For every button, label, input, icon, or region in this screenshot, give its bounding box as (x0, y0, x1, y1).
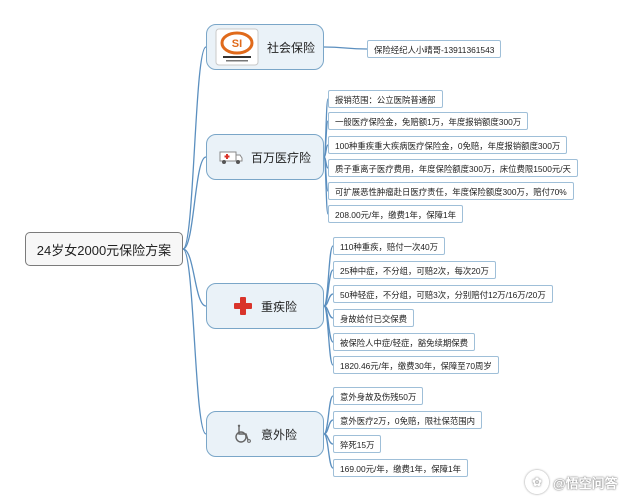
branch-critical-illness: 重疾险 (206, 283, 324, 329)
leaf-accident-0: 意外身故及伤残50万 (333, 387, 424, 405)
root-label: 24岁女2000元保险方案 (36, 242, 172, 258)
leaf-medical-4: 可扩展恶性肿瘤赴日医疗责任，年度保险额度300万，赔付70% (328, 182, 574, 200)
branch-social-insurance: SI 社会保险 (206, 24, 324, 70)
leaf-critical-0: 110种重疾，赔付一次40万 (333, 237, 446, 255)
connector-line (323, 46, 368, 50)
connector-line (323, 433, 334, 469)
connector-line (182, 248, 207, 307)
branch-label: 百万医疗险 (250, 150, 311, 165)
watermark-label: @悟空问答 (553, 475, 618, 491)
leaf-medical-3: 质子重离子医疗费用，年度保险额度300万，床位费限1500元/天 (328, 159, 578, 177)
connector-line (182, 156, 207, 250)
leaf-medical-0: 报销范围：公立医院普通部 (328, 90, 443, 108)
ambulance-icon (219, 149, 243, 165)
leaf-accident-1: 意外医疗2万，0免赔，限社保范围内 (333, 411, 482, 429)
social-security-logo-icon: SI (215, 28, 259, 66)
leaf-medical-1: 一般医疗保险金，免赔额1万，年度报销额度300万 (328, 112, 529, 130)
wheelchair-icon (233, 424, 253, 444)
red-cross-icon (233, 296, 253, 316)
leaf-critical-4: 被保险人中症/轻症，豁免续期保费 (333, 333, 475, 351)
connector-line (323, 245, 334, 307)
connector-line (323, 305, 334, 366)
leaf-medical-2: 100种重疾重大疾病医疗保险金，0免赔，年度报销额度300万 (328, 136, 568, 154)
connector-line (182, 46, 207, 250)
leaf-accident-2: 猝死15万 (333, 435, 382, 453)
leaf-critical-2: 50种轻症，不分组，可赔3次，分别赔付12万/16万/20万 (333, 285, 553, 303)
leaf-accident-3: 169.00元/年，缴费1年，保障1年 (333, 459, 469, 477)
leaf-critical-3: 身故给付已交保费 (333, 309, 414, 327)
branch-label: 意外险 (260, 427, 297, 442)
connector-line (182, 248, 207, 435)
branch-label: 社会保险 (266, 40, 315, 55)
branch-label: 重疾险 (260, 299, 297, 314)
branch-million-medical: 百万医疗险 (206, 134, 324, 180)
wukong-logo-icon: ✿ (525, 470, 549, 494)
leaf-medical-5: 208.00元/年，缴费1年，保障1年 (328, 205, 464, 223)
root-node: 24岁女2000元保险方案 (25, 232, 183, 266)
leaf-critical-5: 1820.46元/年，缴费30年，保障至70周岁 (333, 356, 499, 374)
connector-line (323, 156, 329, 215)
watermark: ✿ @悟空问答 (525, 470, 618, 494)
svg-text:SI: SI (232, 38, 242, 50)
leaf-social-0: 保险经纪人小晴哥-13911361543 (367, 40, 502, 58)
leaf-critical-1: 25种中症，不分组，可赔2次，每次20万 (333, 261, 496, 279)
branch-accident: 意外险 (206, 411, 324, 457)
